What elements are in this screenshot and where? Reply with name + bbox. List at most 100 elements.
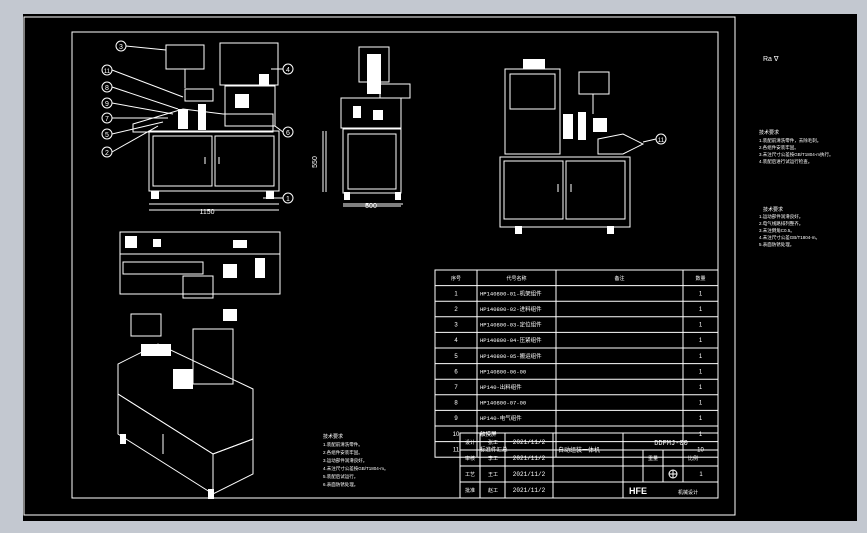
title-date: 2021/11/2 xyxy=(513,487,546,494)
bom-cell-name: HP140800-03-定位组件 xyxy=(480,321,542,329)
note-line: 1.运动部件润滑良好。 xyxy=(759,213,803,220)
bom-cell-no: 1 xyxy=(454,291,458,297)
bom-cell-no: 8 xyxy=(454,401,458,407)
title-name: 赵工 xyxy=(488,487,498,494)
bom-header: 代号名称 xyxy=(506,275,526,282)
company-logo: HFE xyxy=(629,486,647,496)
bom-header: 数量 xyxy=(695,275,705,282)
note-line: 4.未注尺寸公差GB/T1804-m。 xyxy=(759,234,820,241)
technical-notes-2: 技术要求 1.运动部件润滑良好。 2.电气线路排列整齐。 3.未注倒角C0.5。… xyxy=(759,206,820,248)
bom-cell-name: HP140800-07-00 xyxy=(480,400,526,407)
note-line: 1.装配前清洗零件，去除毛刺。 xyxy=(759,137,821,144)
cad-viewport[interactable]: 3 11 8 9 7 5 2 4 6 1 11 1150 550 500 Ra … xyxy=(23,14,857,521)
isometric-view xyxy=(117,309,254,499)
balloon-label: 4 xyxy=(286,67,290,74)
bom-cell-qty: 1 xyxy=(699,432,703,438)
note-line: 技术要求 xyxy=(323,433,343,440)
balloon-label: 8 xyxy=(105,85,109,92)
drawing-title: 自动组装一体机 xyxy=(558,446,600,454)
bom-cell-no: 7 xyxy=(454,385,458,391)
bom-cell-qty: 1 xyxy=(699,369,703,375)
note-line: 5.表面防锈处理。 xyxy=(759,241,794,248)
bom-cell-no: 2 xyxy=(454,307,458,313)
balloon-label: 9 xyxy=(105,101,109,108)
balloon-label: 3 xyxy=(119,44,123,51)
note-line: 1.装配前清洗零件。 xyxy=(323,441,363,448)
dimension-lines: 1150 550 500 xyxy=(149,131,401,216)
balloon-label: 6 xyxy=(286,130,290,137)
dimension-front-width: 1150 xyxy=(199,209,214,216)
note-line: 4.未注尺寸公差按GB/T1804-m。 xyxy=(323,465,389,472)
bom-cell-no: 3 xyxy=(454,323,458,329)
scale-label: 比例 xyxy=(688,455,698,462)
bom-cell-name: 标准件汇总 xyxy=(480,445,508,453)
scale-label: 重量 xyxy=(648,455,658,462)
note-line: 5.装配后试运行。 xyxy=(323,473,358,480)
note-line: 2.各组件安装牢固。 xyxy=(323,449,363,456)
bom-cell-no: 9 xyxy=(454,416,458,422)
bom-cell-name: HP140800-01-机架组件 xyxy=(480,289,542,297)
bom-cell-qty: 1 xyxy=(699,291,703,297)
drawing-sheet: 3 11 8 9 7 5 2 4 6 1 11 1150 550 500 Ra … xyxy=(23,16,834,516)
note-line: 2.电气线路排列整齐。 xyxy=(759,220,803,227)
title-role: 工艺 xyxy=(465,472,475,478)
dimension-side-width: 500 xyxy=(365,203,377,210)
sheet-outer-border xyxy=(23,16,736,516)
bom-cell-name: HP140800-06-00 xyxy=(480,368,526,375)
title-role: 设计 xyxy=(465,439,475,446)
title-name: 王工 xyxy=(488,472,498,478)
note-line: 技术要求 xyxy=(759,129,779,136)
bom-cell-no: 4 xyxy=(454,338,458,344)
note-line: 3.运动部件润滑良好。 xyxy=(323,457,367,464)
title-block: 设计 审核 工艺 批准 张工 李工 王工 赵工 2021/11/2 2021/1… xyxy=(459,432,719,499)
bom-cell-qty: 1 xyxy=(699,307,703,313)
bom-header: 序号 xyxy=(451,275,461,282)
bom-cell-qty: 1 xyxy=(699,338,703,344)
bom-table: 序号 代号名称 备注 数量 1 HP140800-01-机架组件 1 2 HP140800-02… xyxy=(434,269,719,458)
front-view xyxy=(132,42,280,205)
note-line: 3.未注尺寸公差按GB/T1804-m执行。 xyxy=(759,151,834,158)
right-view xyxy=(499,59,645,234)
note-line: 2.各组件安装牢固。 xyxy=(759,144,799,151)
balloon-label: 5 xyxy=(105,132,109,139)
surface-roughness-mark: Ra ∇ xyxy=(763,55,779,63)
technical-notes-1: 技术要求 1.装配前清洗零件，去除毛刺。 2.各组件安装牢固。 3.未注尺寸公差… xyxy=(759,129,834,165)
bom-cell-qty: 1 xyxy=(699,354,703,360)
scale-value: 1 xyxy=(699,472,703,478)
bom-cell-name: HP140-电气组件 xyxy=(480,414,522,422)
bom-cell-qty: 1 xyxy=(699,323,703,329)
bom-cell-no: 11 xyxy=(453,447,460,453)
dimension-side-height: 550 xyxy=(312,156,319,168)
bom-cell-qty: 1 xyxy=(699,385,703,391)
bom-header: 备注 xyxy=(614,275,624,282)
balloon-label: 2 xyxy=(105,150,109,157)
company-name: 机械设计 xyxy=(678,489,698,496)
note-line: 6.表面防锈处理。 xyxy=(323,481,358,488)
balloon-group: 3 11 8 9 7 5 2 4 6 1 11 xyxy=(101,40,667,204)
title-date: 2021/11/2 xyxy=(513,455,546,462)
balloon-label: 7 xyxy=(105,116,109,123)
bom-cell-name: HP140800-02-进料组件 xyxy=(480,305,542,313)
title-date: 2021/11/2 xyxy=(513,471,546,478)
note-line: 技术要求 xyxy=(763,206,783,213)
balloon-label: 11 xyxy=(104,69,111,75)
title-role: 审核 xyxy=(465,455,475,462)
title-name: 张工 xyxy=(488,439,498,446)
bom-cell-no: 6 xyxy=(454,369,458,375)
technical-notes-3: 技术要求 1.装配前清洗零件。 2.各组件安装牢固。 3.运动部件润滑良好。 4… xyxy=(323,433,389,488)
side-view xyxy=(325,46,411,205)
bom-cell-name: HP140-出料组件 xyxy=(480,383,522,391)
title-name: 李工 xyxy=(488,455,498,462)
title-date: 2021/11/2 xyxy=(513,439,546,446)
balloon-label: 11 xyxy=(658,138,665,144)
note-line: 4.装配后进行试运行检查。 xyxy=(759,158,812,165)
bom-cell-name: HP140800-05-搬运组件 xyxy=(480,352,542,360)
bom-cell-no: 5 xyxy=(454,354,458,360)
bom-cell-name: HP140800-04-压紧组件 xyxy=(480,336,542,344)
balloon-label: 1 xyxy=(286,196,290,203)
sheet-inner-border xyxy=(71,31,719,499)
bom-cell-qty: 1 xyxy=(699,401,703,407)
bom-cell-name: 触摸屏 xyxy=(480,430,497,438)
drawing-number: DDFMJ-00 xyxy=(654,440,688,448)
top-view xyxy=(119,231,281,299)
